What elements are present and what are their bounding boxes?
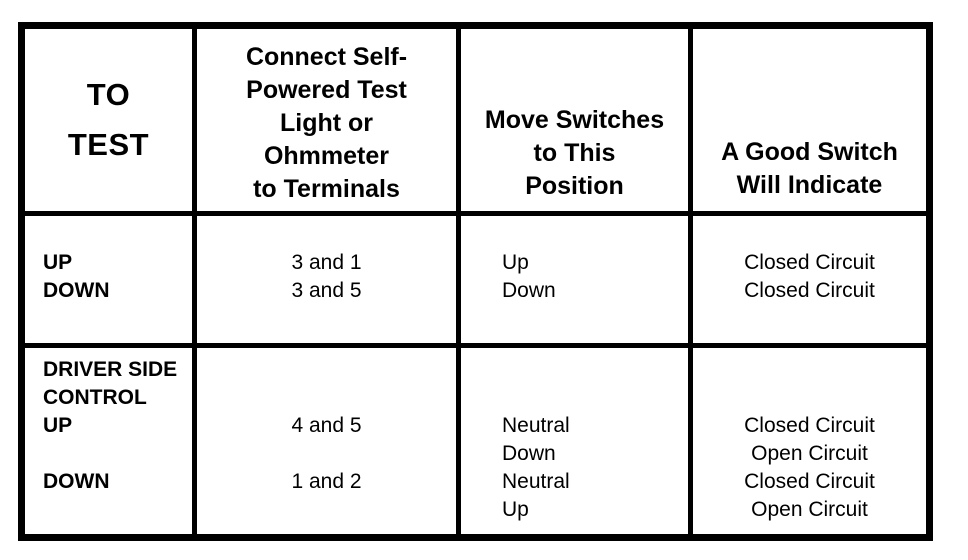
- cell-line: Will Indicate: [736, 170, 883, 199]
- cell-line: to Terminals: [253, 174, 400, 203]
- cell-line: Closed Circuit: [744, 278, 875, 302]
- cell-line: Position: [525, 171, 624, 200]
- cell-line: Ohmmeter: [263, 141, 390, 170]
- cell-line: Down: [502, 442, 556, 465]
- cell-line: 3 and 1: [291, 250, 362, 274]
- row1-cell-to-test: UP DOWN: [25, 216, 197, 348]
- cell-line: [502, 384, 688, 412]
- cell-line: UP: [43, 250, 73, 274]
- header-cell-to-test: TO TEST: [25, 29, 197, 216]
- cell-line: [502, 356, 688, 384]
- cell-line: Up: [502, 250, 529, 274]
- row2-cell-to-test: DRIVER SIDE CONTROL UP DOWN: [25, 348, 197, 534]
- cell-line: Up: [502, 498, 529, 521]
- cell-line: Neutral: [502, 414, 570, 437]
- cell-line: [197, 384, 456, 412]
- cell-line: to This: [533, 138, 616, 167]
- cell-line: Closed Circuit: [744, 414, 875, 437]
- cell-line: [693, 356, 926, 384]
- cell-line: UP: [43, 414, 73, 437]
- cell-line: Open Circuit: [751, 442, 868, 465]
- cell-line: [43, 440, 192, 468]
- cell-line: DOWN: [43, 278, 110, 302]
- cell-line: 3 and 5: [291, 278, 362, 302]
- cell-line: Closed Circuit: [744, 250, 875, 274]
- cell-line: TEST: [67, 127, 150, 162]
- row2-cell-terminals: 4 and 5 1 and 2: [197, 348, 461, 534]
- cell-line: [197, 356, 456, 384]
- cell-line: Closed Circuit: [744, 470, 875, 493]
- cell-line: Powered Test: [246, 75, 407, 104]
- cell-line: [693, 384, 926, 412]
- cell-line: CONTROL: [43, 386, 147, 409]
- cell-line: Open Circuit: [751, 498, 868, 521]
- cell-line: 4 and 5: [291, 414, 362, 437]
- cell-line: Light or: [279, 108, 374, 137]
- cell-line: Down: [502, 278, 556, 302]
- cell-line: TO: [86, 77, 131, 112]
- row1-cell-terminals: 3 and 1 3 and 5: [197, 216, 461, 348]
- cell-line: DRIVER SIDE: [43, 358, 178, 381]
- cell-line: [197, 440, 456, 468]
- cell-line: Move Switches: [484, 105, 665, 134]
- cell-line: Neutral: [502, 470, 570, 493]
- cell-line: 1 and 2: [291, 470, 362, 493]
- cell-line: Connect Self-: [245, 42, 408, 71]
- cell-line: DOWN: [43, 470, 110, 493]
- cell-line: A Good Switch: [721, 137, 898, 166]
